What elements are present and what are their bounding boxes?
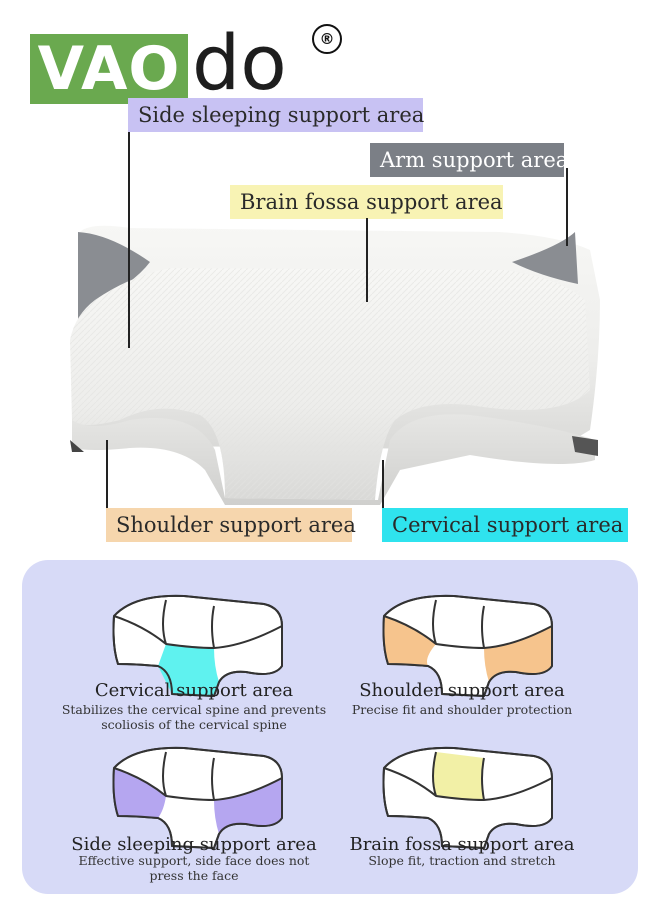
leader-shoulder xyxy=(106,440,108,508)
pillow-illustration xyxy=(70,225,600,505)
registered-mark: ® xyxy=(312,24,342,54)
benefit-title-brain-fossa: Brain fossa support area xyxy=(349,834,575,855)
label-side-sleeping: Side sleeping support area xyxy=(128,98,424,132)
label-brain-fossa: Brain fossa support area xyxy=(230,185,503,219)
leader-cervical xyxy=(382,460,384,508)
pillow-icon-brain-fossa xyxy=(382,746,553,849)
pillow-icon-side-sleeping xyxy=(112,746,283,849)
label-arm-support: Arm support area xyxy=(370,143,568,177)
leader-brain-fossa xyxy=(366,218,368,302)
arm-panel-right xyxy=(512,232,578,284)
benefit-desc-side-sleeping-1: Effective support, side face does not xyxy=(78,853,310,868)
leader-side-sleeping xyxy=(128,132,130,348)
benefit-title-side-sleeping: Side sleeping support area xyxy=(71,834,317,855)
benefit-desc-brain-fossa-1: Slope fit, traction and stretch xyxy=(368,853,556,868)
benefit-desc-cervical-1: Stabilizes the cervical spine and preven… xyxy=(61,702,327,717)
pillow-icon-cervical xyxy=(112,594,283,697)
pillow-icon-shoulder xyxy=(382,594,553,697)
benefit-desc-shoulder-1: Precise fit and shoulder protection xyxy=(351,702,573,717)
benefit-desc-cervical-2: scoliosis of the cervical spine xyxy=(101,717,287,732)
leader-arm xyxy=(566,168,568,246)
benefit-title-shoulder: Shoulder support area xyxy=(359,680,565,701)
pillow-base xyxy=(72,414,595,505)
benefit-title-cervical: Cervical support area xyxy=(94,680,294,701)
label-cervical-support: Cervical support area xyxy=(382,508,628,542)
benefit-icons xyxy=(112,594,553,849)
label-shoulder-support: Shoulder support area xyxy=(106,508,356,542)
logo-vao-text: VAO xyxy=(37,34,181,104)
logo-do-text: do xyxy=(192,18,287,107)
logo-background xyxy=(30,34,188,104)
benefit-desc-side-sleeping-2: press the face xyxy=(149,868,239,883)
